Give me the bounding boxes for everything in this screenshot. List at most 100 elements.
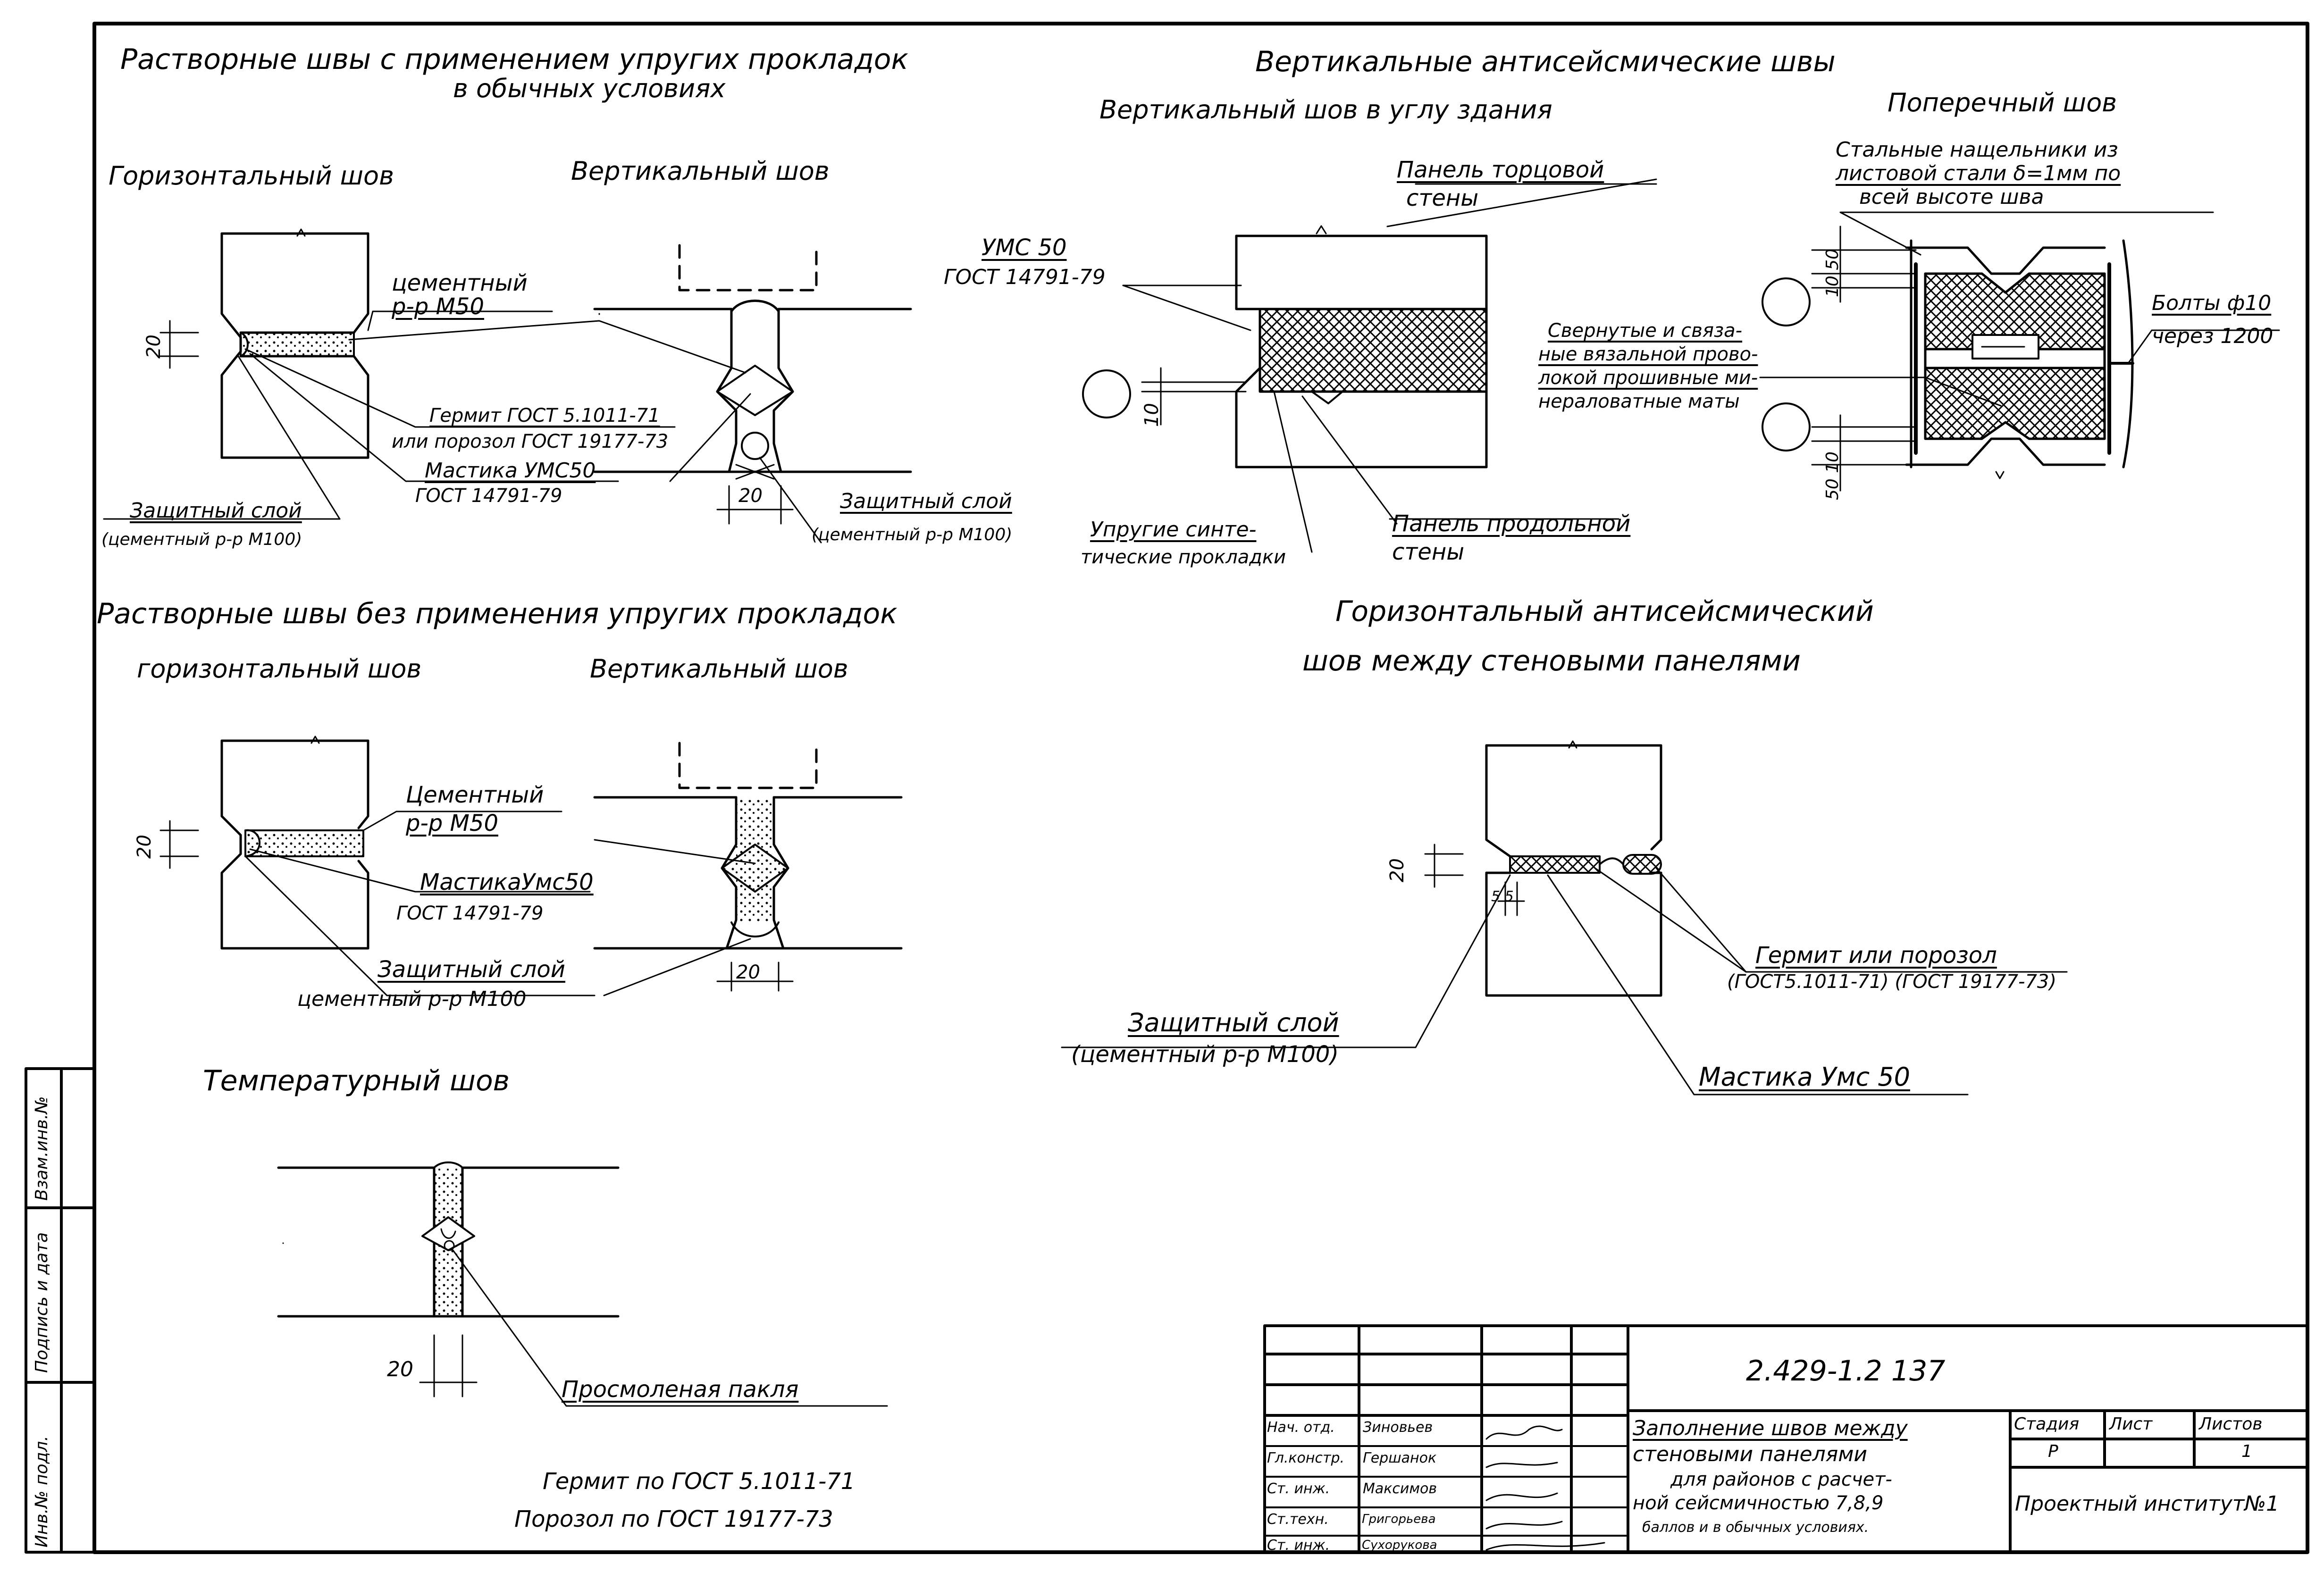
dim-20-noelastic-v: 20	[736, 962, 760, 983]
label-mats: Свернутые и связа-	[1548, 320, 1743, 342]
role-5: Ст. инж.	[1267, 1537, 1330, 1554]
heading-noelastic-vertical: Вертикальный шов	[590, 654, 848, 684]
diagram-temperature	[277, 1161, 888, 1407]
drawing-title-1: Заполнение швов между	[1633, 1416, 1908, 1440]
drawing-title-2: стеновыми панелями	[1633, 1442, 1867, 1466]
label-mastika2-gost: ГОСТ 14791-79	[396, 903, 544, 924]
label-mastika2: МастикаУмс50	[420, 869, 594, 895]
sheets-header: Листов	[2199, 1414, 2263, 1434]
label-mats-4: нераловатные маты	[1538, 391, 1740, 412]
label-cement2-grade: р-р М50	[406, 810, 499, 836]
role-3: Ст. инж.	[1267, 1480, 1330, 1497]
dim-20-noelastic-h: 20	[134, 835, 155, 859]
section-subtitle-elastic: в обычных условиях	[453, 74, 726, 103]
label-tow: Просмоленая пакля	[562, 1376, 799, 1403]
note-porizol: Порозол по ГОСТ 19177-73	[514, 1506, 833, 1532]
label-bolts-spacing: через 1200	[2152, 324, 2274, 348]
sheets-value: 1	[2241, 1442, 2252, 1461]
name-3: Максимов	[1363, 1480, 1437, 1497]
role-2: Гл.констр.	[1267, 1450, 1345, 1466]
label-ums50: УМС 50	[982, 234, 1067, 261]
label-long-panel: Панель продольной	[1392, 510, 1631, 537]
label-mastika-gost: ГОСТ 14791-79	[415, 485, 562, 507]
label-protective-layer: Защитный слой	[130, 499, 302, 523]
label-protect2: Защитный слой	[378, 956, 565, 983]
diagram-elastic-horizontal	[103, 228, 747, 520]
label-cement-m50-grade: р-р М50	[392, 293, 485, 320]
label-cement2: Цементный	[406, 782, 544, 808]
sheet-frame	[92, 22, 2309, 1554]
label-protective-layer-v: Защитный слой	[840, 489, 1012, 513]
side-stamp-sign: Подпись и дата	[32, 1232, 51, 1373]
dim-10-corner: 10	[1141, 403, 1163, 427]
label-elastic-pads-2: тические прокладки	[1081, 546, 1286, 568]
diagram-seismic-corner	[1082, 178, 1657, 553]
label-steel-strips: Стальные нащельники из	[1836, 138, 2118, 162]
label-protective-layer-mortar: (цементный р-р М100)	[101, 530, 302, 549]
section-title-antiseismic-1: Горизонтальный антисейсмический	[1335, 595, 1874, 628]
section-title-seismic: Вертикальные антисейсмические швы	[1255, 45, 1836, 78]
label-porizol: или порозол ГОСТ 19177-73	[392, 431, 669, 452]
label-steel-strips-2: листовой стали δ=1мм по	[1836, 161, 2121, 185]
section-title-antiseismic-2: шов между стеновыми панелями	[1302, 644, 1801, 677]
name-4: Григорьева	[1362, 1512, 1436, 1526]
label-long-panel-wall: стены	[1392, 539, 1465, 565]
label-germit2: Гермит или порозол	[1755, 942, 1997, 969]
diagram-elastic-vertical	[593, 244, 912, 544]
heading-noelastic-horizontal: горизонтальный шов	[137, 654, 422, 684]
organization: Проектный институт№1	[2015, 1492, 2280, 1516]
drawing-title-3: для районов с расчет-	[1670, 1469, 1892, 1490]
name-2: Гершанок	[1363, 1450, 1437, 1466]
sheet-header: Лист	[2109, 1414, 2153, 1434]
name-1: Зиновьев	[1363, 1419, 1433, 1436]
label-mats-2: ные вязальной прово-	[1538, 343, 1758, 365]
label-germit2-gost: (ГОСТ5.1011-71) (ГОСТ 19177-73)	[1727, 971, 2056, 993]
label-mastika: Мастика УМС50	[425, 459, 596, 483]
role-4: Ст.техн.	[1267, 1511, 1329, 1528]
label-ums50-gost: ГОСТ 14791-79	[944, 265, 1106, 289]
section-title-noelastic: Растворные швы без применения упругих пр…	[97, 597, 898, 630]
heading-transverse: Поперечный шов	[1888, 88, 2117, 117]
label-protective-layer-v-mortar: (цементный р-р М100)	[812, 525, 1013, 544]
label-mastika3: Мастика Умс 50	[1699, 1062, 1911, 1092]
label-protect3: Защитный слой	[1128, 1008, 1339, 1037]
dim-50-10: 50 10	[1823, 451, 1842, 500]
label-protect3-mortar: (цементный р-р М100)	[1071, 1041, 1339, 1068]
side-stamp-frame	[25, 1067, 96, 1554]
stage-header: Стадия	[2014, 1414, 2080, 1434]
label-mats-3: локой прошивные ми-	[1538, 367, 1758, 389]
drawing-code: 2.429-1.2 137	[1746, 1355, 1946, 1388]
section-title-elastic: Растворные швы с применением упругих про…	[120, 43, 908, 76]
label-bolts: Болты ф10	[2152, 291, 2272, 315]
dim-20-temperature: 20	[387, 1357, 413, 1381]
dim-20-elastic-v: 20	[738, 485, 763, 507]
diagram-transverse	[1759, 211, 2280, 492]
heading-elastic-horizontal: Горизонтальный шов	[109, 161, 394, 191]
note-germit: Гермит по ГОСТ 5.1011-71	[543, 1468, 856, 1495]
heading-temperature: Температурный шов	[203, 1064, 510, 1097]
side-stamp-inv: Инв.№ подл.	[32, 1436, 51, 1547]
label-elastic-pads: Упругие синте-	[1090, 518, 1257, 542]
side-stamp-inv2: Взам.инв.№	[32, 1096, 51, 1201]
heading-elastic-vertical: Вертикальный шов	[571, 156, 830, 186]
dim-5-5: 5 5	[1491, 888, 1514, 905]
diagram-noelastic-vertical	[593, 742, 903, 996]
name-5: Сухорукова	[1362, 1538, 1437, 1552]
label-protect2-mortar: цементный р-р М100	[297, 987, 527, 1011]
diagram-noelastic-horizontal	[159, 736, 596, 996]
title-block-grid	[1263, 1324, 2309, 1554]
drawing-title-5: баллов и в обычных условиях.	[1642, 1519, 1869, 1536]
drawing-title-4: ной сейсмичностью 7,8,9	[1633, 1492, 1884, 1514]
label-germit: Гермит ГОСТ 5.1011-71	[429, 405, 660, 427]
dim-10-50: 10 50	[1823, 248, 1842, 297]
dim-20-antiseismic: 20	[1386, 858, 1408, 882]
heading-seismic-corner: Вертикальный шов в углу здания	[1099, 95, 1552, 125]
label-cement-m50: цементный	[392, 270, 528, 296]
label-end-panel-wall: стены	[1406, 185, 1479, 211]
diagram-antiseismic-horizontal	[1061, 740, 2068, 1096]
label-end-panel: Панель торцовой	[1397, 157, 1604, 183]
stage-value: Р	[2048, 1442, 2058, 1461]
role-1: Нач. отд.	[1267, 1419, 1335, 1436]
label-steel-strips-3: всей высоте шва	[1859, 185, 2044, 209]
